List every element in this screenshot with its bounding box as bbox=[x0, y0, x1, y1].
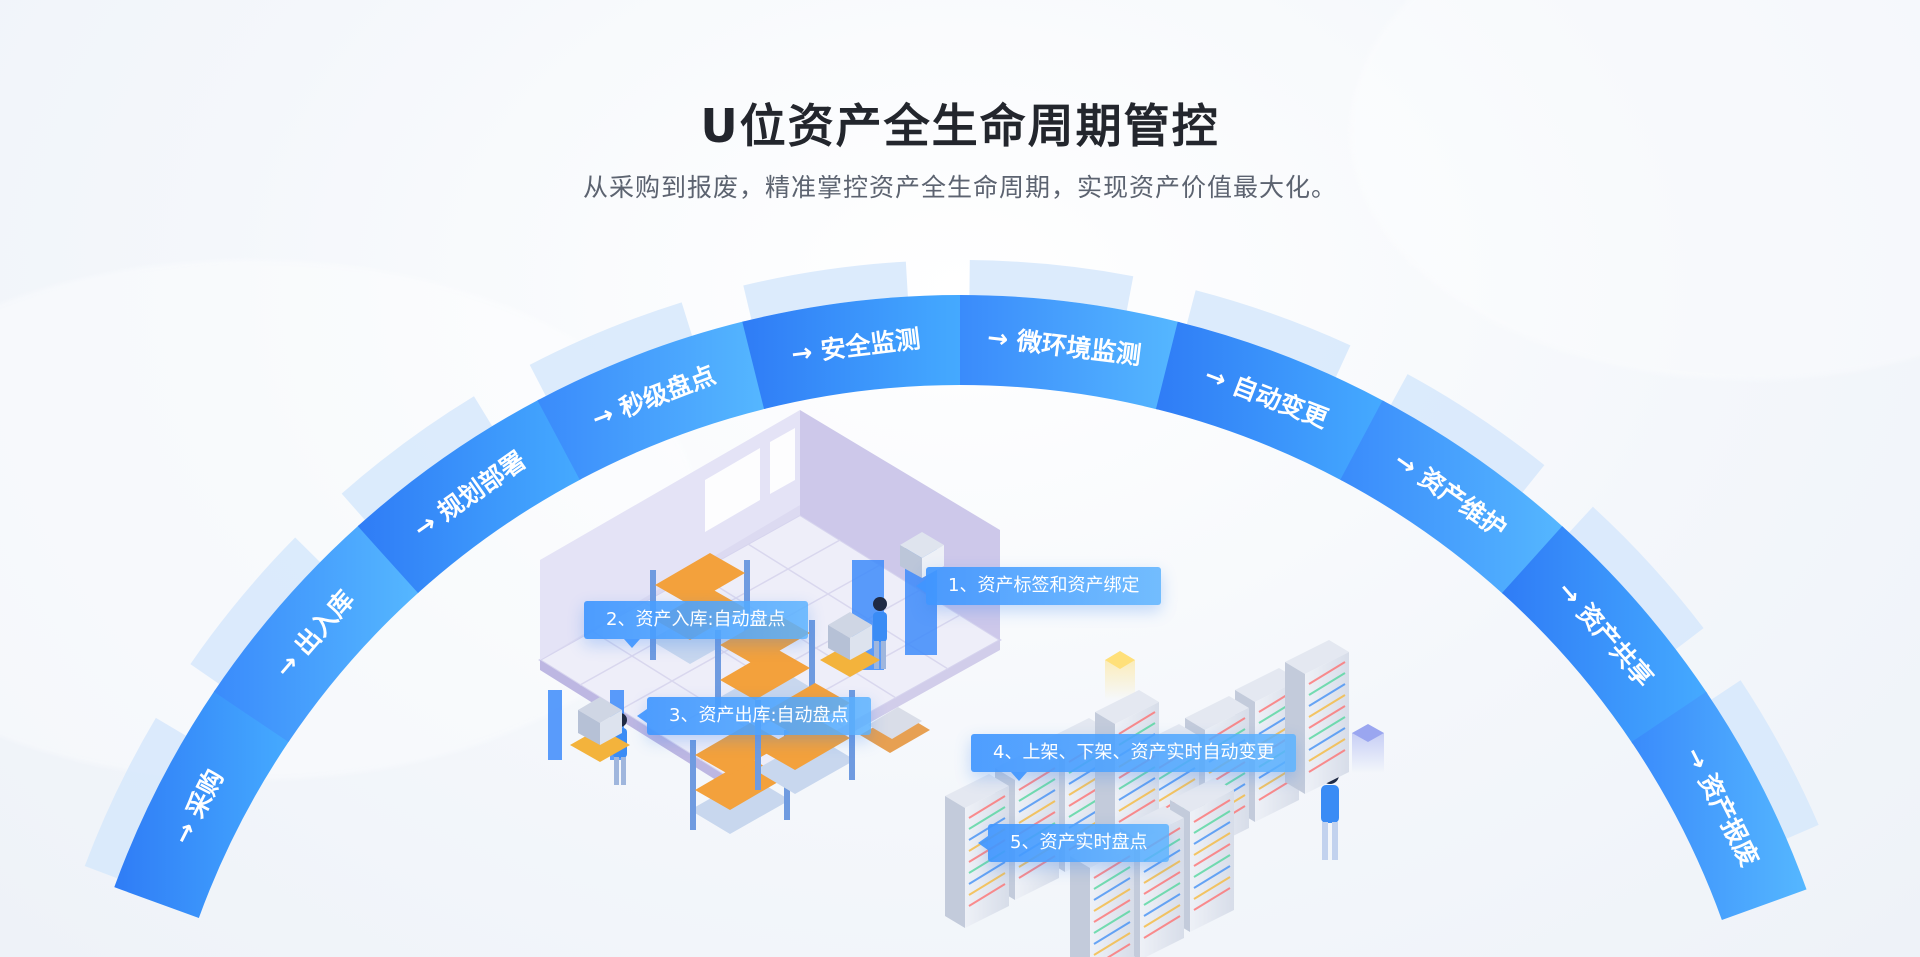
server-rack bbox=[1285, 640, 1349, 794]
lifecycle-stage-segment[interactable] bbox=[357, 399, 582, 594]
callout-asset-label-binding: 1、资产标签和资产绑定 bbox=[915, 567, 1162, 605]
stacked-boxes bbox=[900, 532, 944, 578]
page-subtitle: 从采购到报废，精准掌控资产全生命周期，实现资产价值最大化。 bbox=[582, 173, 1337, 202]
worker-figure bbox=[873, 597, 887, 669]
callout-realtime-inventory: 5、资产实时盘点 bbox=[977, 824, 1170, 862]
callout-asset-outbound: 3、资产出库:自动盘点 bbox=[637, 697, 871, 735]
arc-glow-segment bbox=[190, 537, 321, 684]
lifecycle-stage-segment[interactable] bbox=[1155, 321, 1385, 481]
lifecycle-stage-segment[interactable] bbox=[537, 321, 767, 480]
lifecycle-stage-segment[interactable] bbox=[960, 295, 1181, 410]
cart-with-boxes bbox=[570, 697, 630, 762]
lifecycle-stage-segment[interactable] bbox=[1631, 691, 1807, 920]
lifecycle-stage-segment[interactable] bbox=[1340, 400, 1564, 595]
arc-glow-segment bbox=[1569, 506, 1704, 650]
callout-rack-change: 4、上架、下架、资产实时自动变更 bbox=[971, 734, 1297, 781]
server-racks bbox=[945, 640, 1349, 957]
lifecycle-stage-segment[interactable] bbox=[1501, 526, 1708, 744]
arc-segments bbox=[114, 295, 1807, 920]
arc-glow-segment bbox=[969, 260, 1134, 311]
arc-glow-segment bbox=[743, 261, 908, 320]
arc-glow-segment bbox=[341, 396, 493, 520]
floating-cube bbox=[1352, 724, 1384, 773]
page-title: U位资产全生命周期管控 bbox=[700, 99, 1220, 153]
arc-glow-segment bbox=[1186, 290, 1351, 378]
arc-glow-segment bbox=[84, 717, 186, 879]
lifecycle-stage-segment[interactable] bbox=[114, 689, 290, 918]
lifecycle-stage-segment[interactable] bbox=[742, 295, 963, 410]
lifecycle-stage-segment[interactable] bbox=[213, 524, 420, 743]
cart-with-boxes bbox=[820, 612, 880, 677]
arc-glow-segment bbox=[1390, 374, 1545, 493]
floating-cube bbox=[1105, 651, 1135, 700]
arc-glow-segment bbox=[1711, 680, 1819, 839]
server-rack bbox=[945, 774, 1009, 928]
arc-glow-segment bbox=[529, 302, 693, 396]
arc-outer-glow bbox=[84, 260, 1819, 879]
callout-asset-inbound: 2、资产入库:自动盘点 bbox=[584, 601, 808, 648]
